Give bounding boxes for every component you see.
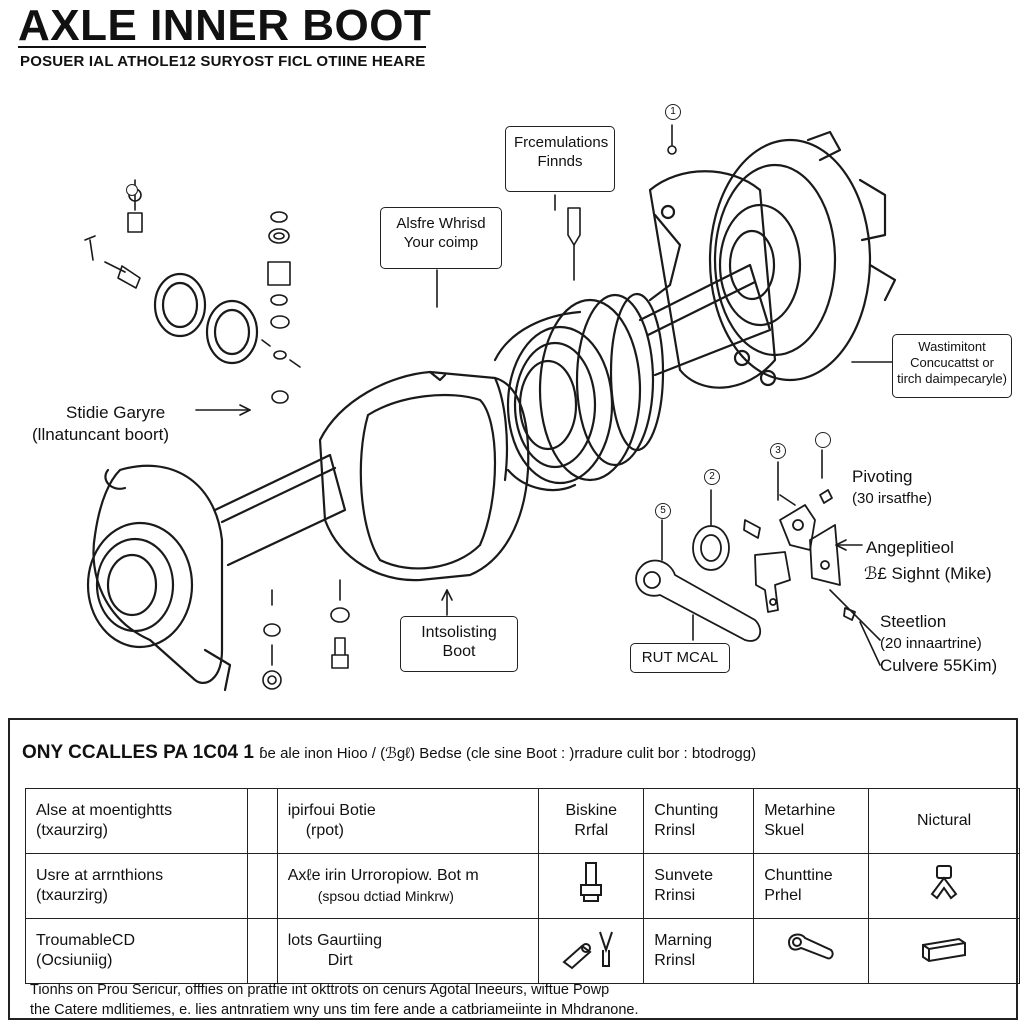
table-row: Alse at moentightts(txaurzirg) ipirfoui …: [25, 788, 1020, 854]
table-cell-icon: [538, 918, 645, 984]
label-steel-line2: (20 innaartrine): [880, 635, 982, 652]
label-steel-line1: Steetlion: [880, 612, 947, 631]
label-pivoting-line1: Pivoting: [852, 467, 913, 486]
callout-rut-mcal-text: RUT MCAL: [641, 649, 719, 666]
table-cell-icon: [868, 853, 1020, 919]
callout-rut-mcal: RUT MCAL: [630, 643, 730, 673]
callout-washer-line2: Your coimp: [403, 234, 479, 251]
part-number-1: 1: [665, 104, 681, 120]
table-cell: Nictural: [868, 788, 1020, 854]
specs-panel-heading: ONY CCALLES PA 1C04 1 ɓe ale inon Hioo /…: [22, 742, 756, 764]
callout-fasteners: Frcemulations Finnds: [505, 126, 615, 192]
callout-mounting-line2: Concucattst or: [910, 355, 994, 370]
label-side-gasket: Stidie Garyre (llnatuncant boort): [32, 402, 169, 446]
callout-mounting-line1: Wastimitont: [918, 339, 986, 354]
table-row: Usre at arrnthions(txaurzirg) Axℓe irin …: [25, 853, 1020, 919]
part-number-2: 2: [704, 469, 720, 485]
table-cell: Usre at arrnthions(txaurzirg): [25, 853, 248, 919]
table-cell-icon: [753, 918, 870, 984]
callout-washer: Alsfre Whrisd Your coimp: [380, 207, 502, 269]
footnote-line2: the Catere mdlitiemes, e. lies antnratie…: [30, 1002, 639, 1018]
axle-exploded-diagram: [84, 124, 897, 692]
right-loose-parts: [635, 489, 856, 642]
callout-mounting: Wastimitont Concucattst or tirch daimpec…: [892, 334, 1012, 398]
right-hub-assembly: [648, 130, 897, 389]
table-cell: ipirfoui Botie(rpot): [276, 788, 540, 854]
label-angle-tool-line1: Angeplitieol: [866, 538, 954, 557]
axle-housing: [318, 370, 530, 582]
label-steel: Steetlion (20 innaartrine) Culvere 55Kim…: [880, 611, 997, 677]
right-axle-shaft: [638, 263, 772, 377]
part-number-3: 3: [770, 443, 786, 459]
callout-installing-boot-line2: Boot: [442, 643, 476, 660]
clip-bracket-icon: [930, 865, 958, 900]
label-pivoting: Pivoting (30 irsatfhe): [852, 466, 932, 510]
table-spacer-cell: [246, 788, 278, 854]
left-small-fasteners: [84, 179, 301, 404]
callout-fasteners-line2: Finnds: [537, 153, 583, 170]
table-spacer-cell: [246, 853, 278, 919]
wrench-icon: [788, 933, 834, 960]
callout-washer-line1: Alsfre Whrisd: [396, 215, 486, 232]
callout-mounting-line3: tirch daimpecaryle): [897, 371, 1007, 386]
panel-footnote: Tionhs on Prou Sericur, offfies on pratf…: [30, 980, 1010, 1020]
specs-table: Alse at moentightts(txaurzirg) ipirfoui …: [25, 788, 1020, 984]
left-seal-rings: [153, 272, 259, 365]
bolt-sensor-icon: [580, 862, 603, 902]
label-pivoting-line2: (30 irsatfhe): [852, 490, 933, 507]
lower-fasteners: [262, 579, 350, 690]
left-hub-flange: [86, 464, 232, 692]
table-spacer-cell: [246, 918, 278, 984]
part-number-5: 5: [655, 503, 671, 519]
callout-installing-boot-line1: Intsolisting: [421, 624, 497, 641]
part-number-top-left: [126, 184, 138, 196]
diagram-subtitle: POSUER IAL ATHOLE12 SURYOST FICL OTIINE …: [20, 53, 426, 70]
tool-set-icon: [562, 931, 614, 970]
footnote-line1: Tionhs on Prou Sericur, offfies on pratf…: [30, 982, 610, 998]
table-cell: Axℓe irin Urroropiow. Bot m(spsou dctiad…: [276, 853, 540, 919]
label-steel-line3: Culvere 55Kim): [880, 656, 998, 675]
label-angle-tool: Angeplitieol ℬ£ Sighnt (Mike): [864, 537, 992, 585]
table-cell-icon: [868, 918, 1020, 984]
block-spacer-icon: [922, 937, 967, 963]
inner-boot-bellows: [493, 292, 665, 492]
title-underline: [18, 46, 426, 48]
part-number-blank: [815, 432, 831, 448]
specs-heading-rest: ɓe ale inon Hioo / (ℬgℓ) Bedse (cle sine…: [259, 745, 757, 762]
callout-fasteners-line1: Frcemulations: [514, 134, 609, 151]
table-cell-icon: [538, 853, 645, 919]
specs-heading-main: ONY CCALLES PA 1C04 1: [22, 742, 254, 763]
top-fasteners: [554, 124, 677, 281]
leader-lines: [195, 269, 893, 666]
callout-installing-boot: Intsolisting Boot: [400, 616, 518, 672]
label-angle-tool-line2: ℬ£ Sighnt (Mike): [864, 564, 992, 583]
label-side-gasket-line1: Stidie Garyre: [66, 403, 166, 422]
diagram-title: AXLE INNER BOOT: [18, 1, 432, 50]
table-cell: TroumableCD(Ocsiuniig): [25, 918, 248, 984]
left-axle-shaft: [213, 453, 347, 567]
table-cell: Alse at moentightts(txaurzirg): [25, 788, 248, 854]
label-side-gasket-line2: (llnatuncant boort): [32, 425, 170, 444]
